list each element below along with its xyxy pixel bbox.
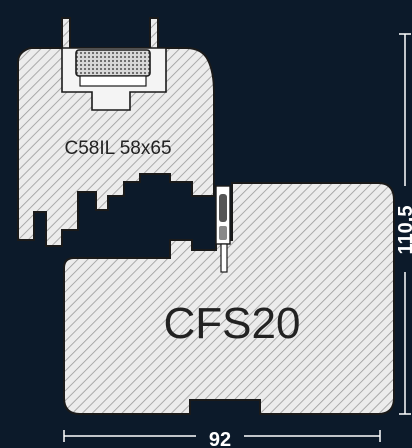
lower-frame-profile bbox=[63, 182, 395, 415]
upper-profile-label: C58IL 58x65 bbox=[64, 138, 171, 159]
width-dimension-label: 92 bbox=[209, 429, 231, 448]
lower-profile-label: CFS20 bbox=[164, 299, 301, 348]
width-dimension-line bbox=[63, 430, 381, 442]
height-dimension-label: 110.5 bbox=[395, 206, 412, 255]
height-dimension-line bbox=[399, 33, 411, 415]
weather-seal bbox=[215, 185, 231, 273]
glazing-bead bbox=[79, 75, 147, 87]
glazing-gasket bbox=[75, 49, 151, 77]
